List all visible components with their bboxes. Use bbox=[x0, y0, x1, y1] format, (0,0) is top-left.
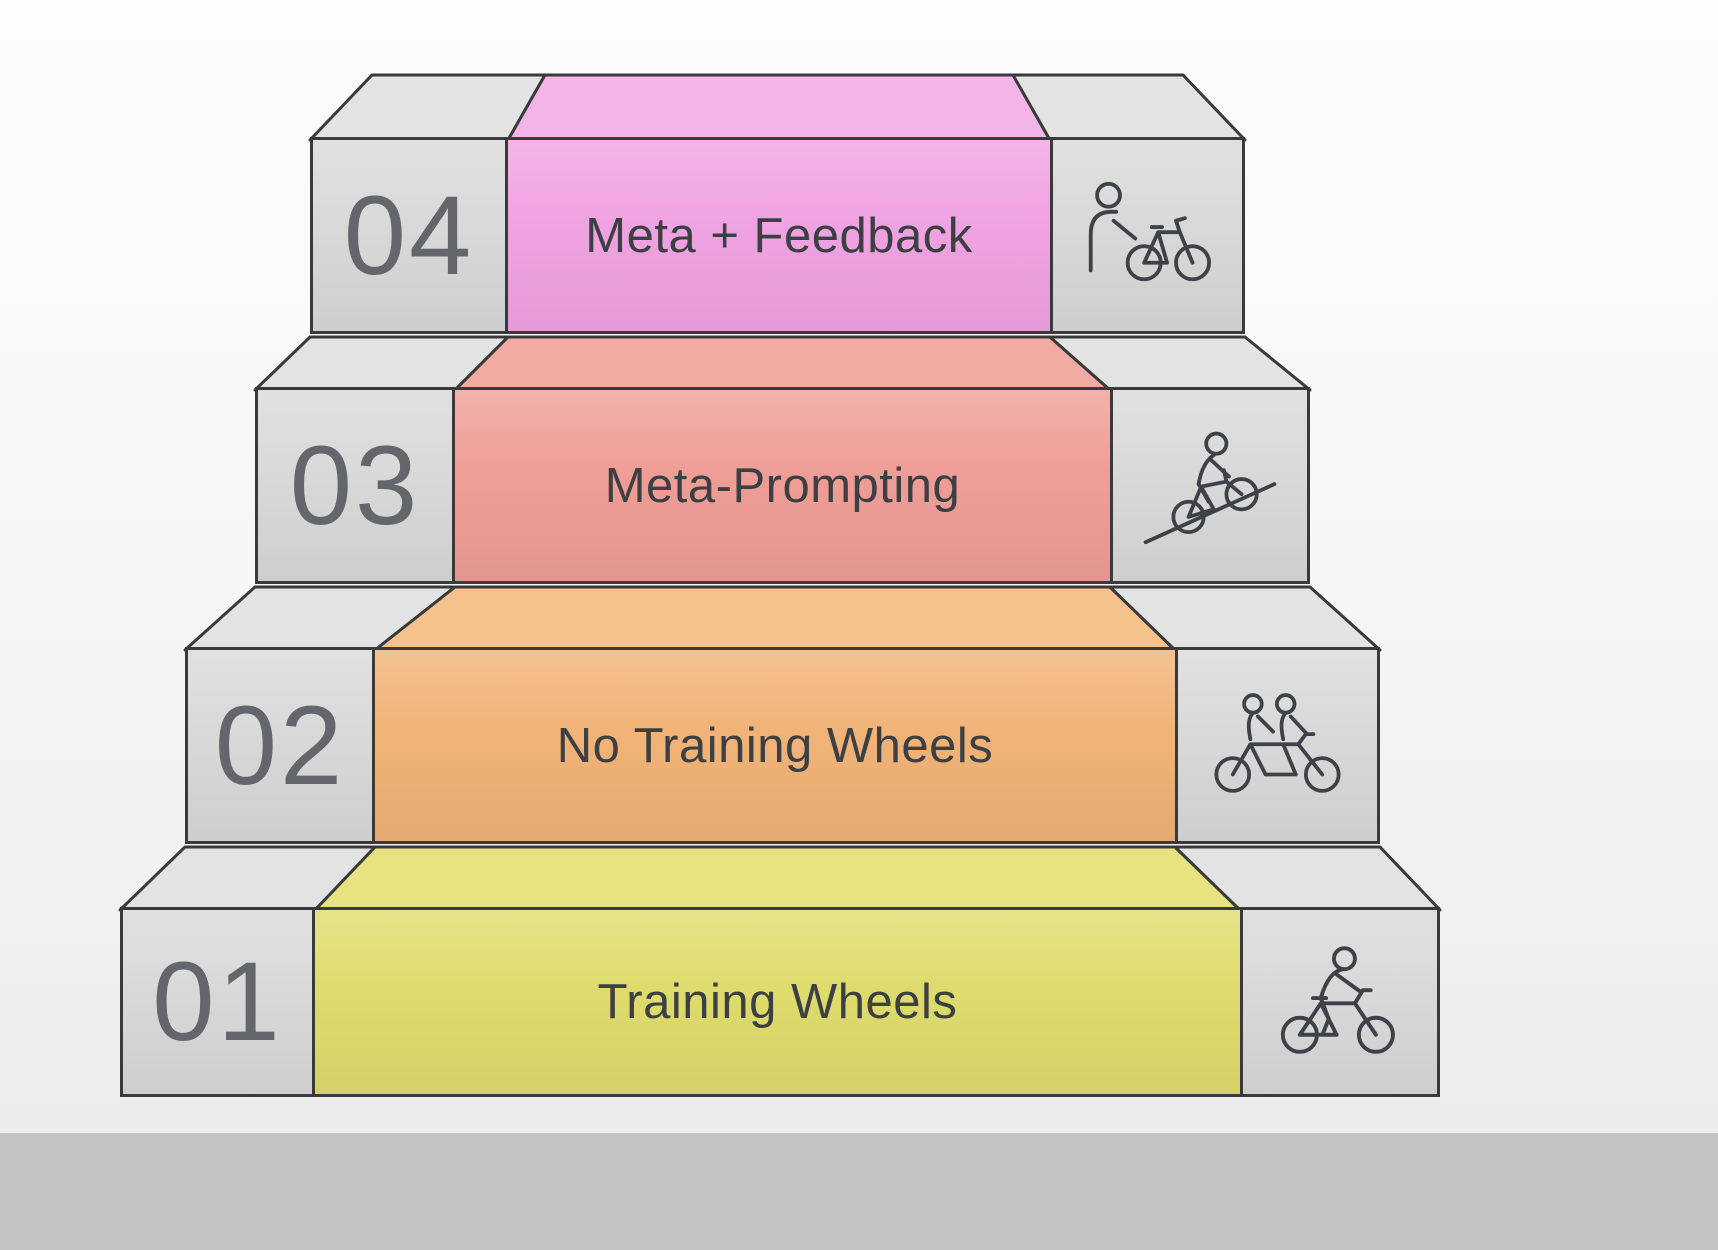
step1-label: Training Wheels bbox=[597, 975, 958, 1029]
step2-front-face: 02 No Training Wheels bbox=[185, 647, 1380, 844]
step2-top-surface bbox=[183, 585, 1382, 652]
step2-icon-panel bbox=[1175, 647, 1380, 844]
step1-icon-panel bbox=[1240, 907, 1440, 1097]
tandem-cyclists-icon bbox=[1214, 693, 1341, 793]
step2-top-center-surface bbox=[373, 585, 1177, 652]
step-level-01: 01 Training Wheels bbox=[118, 845, 1442, 1097]
step1-number: 01 bbox=[152, 939, 283, 1064]
step3-number-panel: 03 bbox=[255, 387, 455, 584]
step-level-03: 03 Meta-Prompting bbox=[253, 335, 1312, 584]
step2-label: No Training Wheels bbox=[556, 718, 994, 773]
step4-number-panel: 04 bbox=[310, 137, 508, 334]
step3-number: 03 bbox=[289, 422, 421, 548]
step1-number-panel: 01 bbox=[120, 907, 315, 1097]
step1-top-center-surface bbox=[313, 845, 1242, 912]
cyclist-icon bbox=[1280, 946, 1395, 1054]
step3-label: Meta-Prompting bbox=[604, 458, 961, 513]
step3-icon-panel bbox=[1110, 387, 1310, 584]
step3-top-center-surface bbox=[453, 335, 1112, 392]
step4-label-panel: Meta + Feedback bbox=[505, 137, 1053, 334]
step-level-02: 02 No Training Wheels bbox=[183, 585, 1382, 844]
step2-number-panel: 02 bbox=[185, 647, 375, 844]
step2-label-panel: No Training Wheels bbox=[372, 647, 1178, 844]
step4-label: Meta + Feedback bbox=[585, 208, 973, 263]
floor-shadow-band bbox=[0, 1133, 1718, 1250]
step4-icon-panel bbox=[1050, 137, 1245, 334]
step3-top-surface bbox=[253, 335, 1312, 392]
step1-label-panel: Training Wheels bbox=[312, 907, 1243, 1097]
step4-front-face: 04 Meta + Feedback bbox=[310, 137, 1245, 334]
step4-number: 04 bbox=[343, 172, 475, 298]
standing-person-with-bike-icon bbox=[1088, 181, 1211, 281]
step3-front-face: 03 Meta-Prompting bbox=[255, 387, 1310, 584]
step4-top-center-surface bbox=[506, 73, 1052, 142]
step1-front-face: 01 Training Wheels bbox=[120, 907, 1440, 1097]
step4-top-left-surface bbox=[308, 73, 547, 142]
step3-label-panel: Meta-Prompting bbox=[452, 387, 1113, 584]
step-level-04: 04 Meta + Feedback bbox=[308, 73, 1247, 334]
step1-top-surface bbox=[118, 845, 1442, 912]
uphill-cyclist-icon bbox=[1143, 431, 1277, 544]
step4-top-surface bbox=[308, 73, 1247, 142]
step2-number: 02 bbox=[214, 682, 346, 808]
step4-top-right-surface bbox=[1011, 73, 1247, 142]
